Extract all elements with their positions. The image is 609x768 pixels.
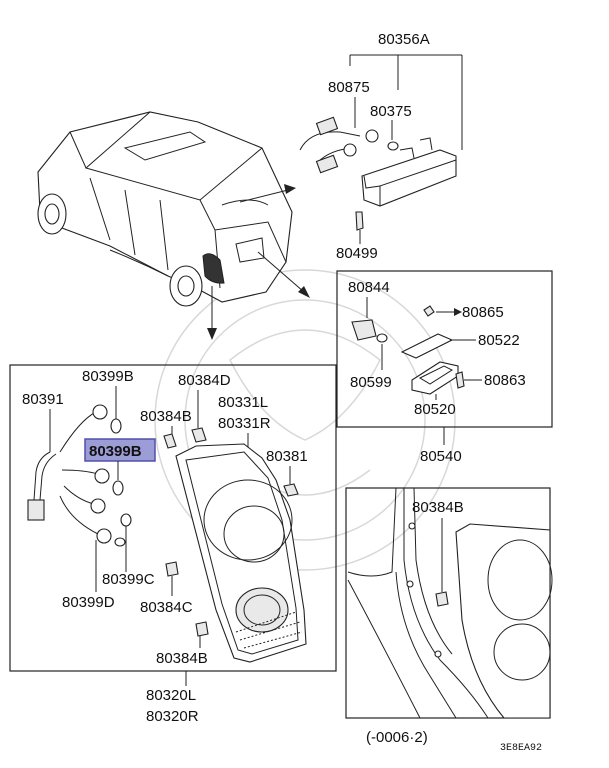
bulb-icon bbox=[114, 537, 126, 547]
label-80844: 80844 bbox=[348, 279, 390, 296]
clip-icon bbox=[165, 561, 179, 577]
license-lamp-box: 80844 80599 80865 80522 80520 80863 8054… bbox=[336, 270, 553, 465]
label-80863: 80863 bbox=[484, 372, 526, 389]
label-80399B-highlighted[interactable]: 80399B bbox=[89, 443, 142, 460]
socket-icon bbox=[343, 143, 357, 157]
hole-icon bbox=[434, 650, 442, 658]
label-80599: 80599 bbox=[350, 374, 392, 391]
lens-gasket bbox=[400, 333, 454, 359]
connector-icon bbox=[315, 116, 339, 136]
label-80399C: 80399C bbox=[102, 571, 155, 588]
connector-icon bbox=[27, 499, 45, 521]
rear-combination-lamp-box: 80399B 80384D 80391 80384B 80331L 80331R… bbox=[9, 364, 337, 725]
label-80320R: 80320R bbox=[146, 708, 199, 725]
label-80875: 80875 bbox=[328, 79, 370, 96]
footnote-date-range: (-0006·2) bbox=[366, 729, 428, 746]
label-80384B-upper: 80384B bbox=[140, 408, 192, 425]
label-80865: 80865 bbox=[462, 304, 504, 321]
vehicle-arrows bbox=[207, 184, 310, 340]
clip-icon bbox=[191, 427, 207, 443]
rear-combination-lamp-body bbox=[175, 443, 307, 663]
socket-icon bbox=[92, 404, 108, 420]
label-80331R: 80331R bbox=[218, 415, 271, 432]
socket-icon bbox=[365, 129, 379, 143]
clip-icon bbox=[163, 433, 177, 449]
detail-box: 80384B bbox=[345, 487, 553, 719]
detail-lamp-section bbox=[455, 523, 551, 719]
clip-icon bbox=[435, 591, 449, 607]
label-80356A: 80356A bbox=[378, 31, 430, 48]
diagram-code: 3E8EA92 bbox=[500, 743, 542, 754]
bulb-icon bbox=[120, 513, 132, 527]
hole-icon bbox=[408, 522, 416, 530]
label-80384B-lower: 80384B bbox=[156, 650, 208, 667]
highlighted-part-box[interactable] bbox=[84, 438, 156, 462]
vehicle-illustration bbox=[37, 111, 293, 307]
label-80384D: 80384D bbox=[178, 372, 231, 389]
socket-icon bbox=[96, 528, 112, 544]
screw-icon bbox=[355, 211, 364, 231]
hole-icon bbox=[406, 580, 414, 588]
label-80399B-top: 80399B bbox=[82, 368, 134, 385]
high-mount-lamp-body bbox=[361, 149, 457, 207]
clip-icon bbox=[195, 621, 209, 637]
watermark-emblem bbox=[154, 269, 456, 571]
screw-icon bbox=[423, 305, 435, 317]
label-80522: 80522 bbox=[478, 332, 520, 349]
label-80381: 80381 bbox=[266, 448, 308, 465]
bulb-icon bbox=[387, 141, 399, 151]
label-80399D: 80399D bbox=[62, 594, 115, 611]
high-mount-stop-lamp-group: 80356A 80875 80375 80499 bbox=[299, 31, 463, 262]
label-80384C: 80384C bbox=[140, 599, 193, 616]
label-80331L: 80331L bbox=[218, 394, 268, 411]
bulb-icon bbox=[376, 333, 388, 343]
label-80499: 80499 bbox=[336, 245, 378, 262]
label-80520: 80520 bbox=[414, 401, 456, 418]
label-80391: 80391 bbox=[22, 391, 64, 408]
label-80375: 80375 bbox=[370, 103, 412, 120]
bulb-icon bbox=[110, 418, 122, 434]
label-80384B-detail: 80384B bbox=[412, 499, 464, 516]
bulb-icon bbox=[112, 480, 124, 496]
label-80320L: 80320L bbox=[146, 687, 196, 704]
socket-icon bbox=[94, 468, 110, 484]
socket-icon bbox=[351, 319, 377, 341]
screw-icon bbox=[283, 483, 299, 497]
connector-icon bbox=[315, 154, 339, 174]
socket-icon bbox=[90, 498, 106, 514]
label-80540: 80540 bbox=[420, 448, 462, 465]
screw-icon bbox=[455, 371, 465, 389]
